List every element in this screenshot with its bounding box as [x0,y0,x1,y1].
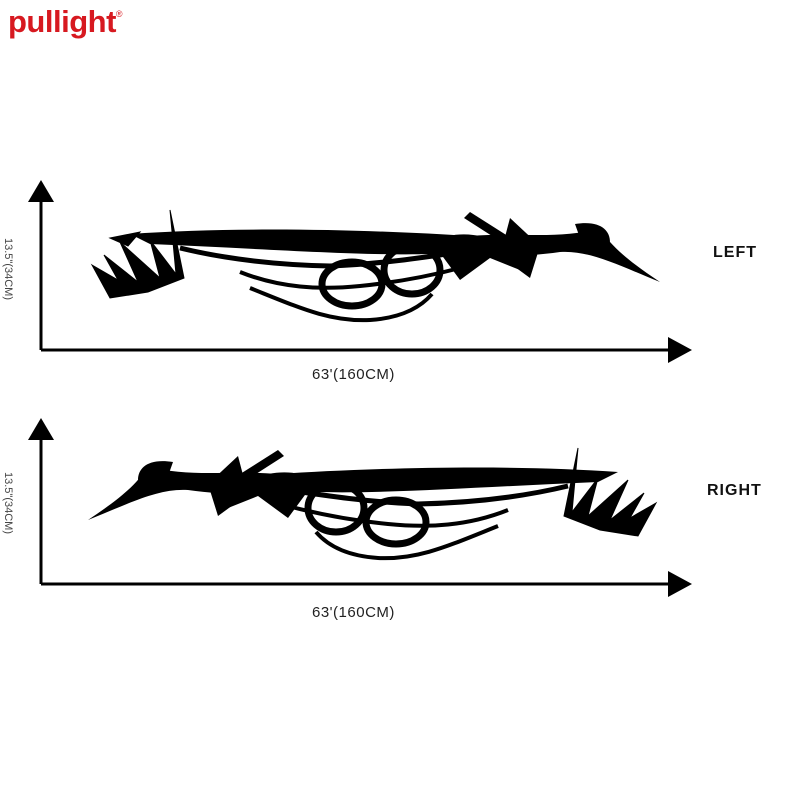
right-decal-drawing [28,418,692,597]
brand-name: pullight [8,4,116,39]
height-dimension-label: 13.5"(34CM) [2,238,14,300]
side-label-right: RIGHT [707,482,762,499]
tribal-flame-decal [88,447,658,561]
brand-logo: pullight® [8,4,123,40]
left-decal-panel: 13.5"(34CM) 63'(160CM) LEFT [0,170,800,410]
right-decal-panel: 13.5"(34CM) 63'(160CM) RIGHT [0,408,800,648]
tribal-flame-decal [90,209,660,323]
width-dimension-label: 63'(160CM) [312,366,395,383]
width-dimension-label: 63'(160CM) [312,604,395,621]
side-label-left: LEFT [713,244,757,261]
registered-mark: ® [115,8,123,19]
left-decal-drawing [28,180,692,363]
height-dimension-label: 13.5"(34CM) [2,472,14,534]
dimension-axes [28,418,692,597]
dimension-axes [28,180,692,363]
